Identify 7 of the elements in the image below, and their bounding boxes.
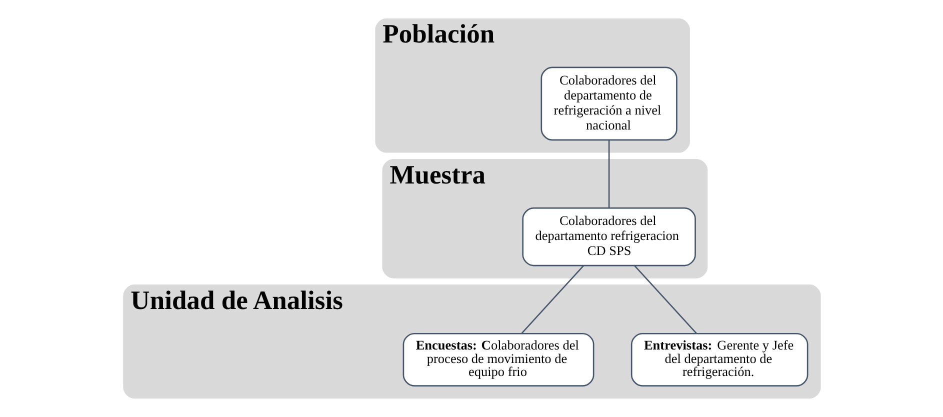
node-box: Colaboradores del departamento de refrigeración a nivel nacional [540, 66, 677, 141]
node-box: Entrevistas: Gerente y Jefe del departamento de refrigeración. [630, 332, 808, 386]
node-box: Colaboradores del departamento refrigeracion CD SPS [522, 207, 696, 266]
connector [608, 140, 610, 208]
node-box: Encuestas: Colaboradores del proceso de movimiento de equipo frio [402, 332, 594, 386]
connector [634, 265, 696, 334]
connector [520, 265, 584, 334]
